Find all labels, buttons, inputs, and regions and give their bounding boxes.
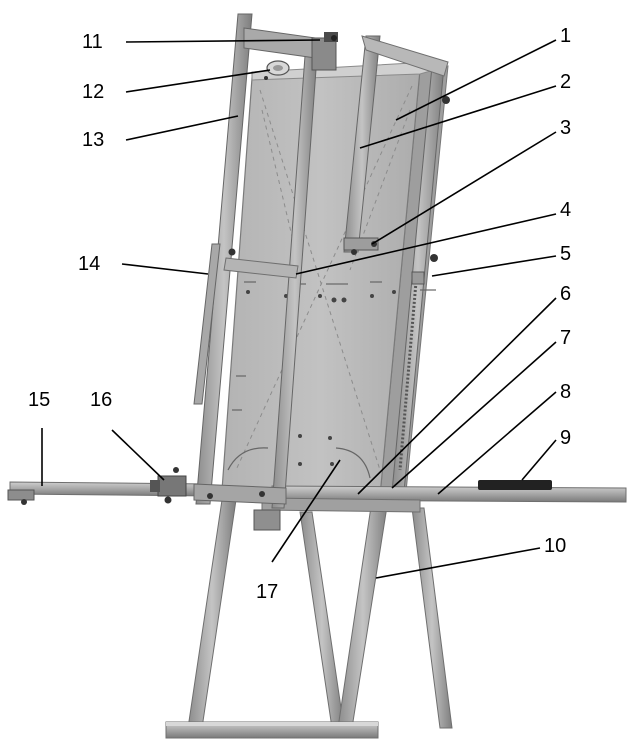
callout-13: 13 <box>82 129 104 151</box>
leader-7 <box>391 341 557 489</box>
horizontal-rail <box>7 467 627 531</box>
leader-11 <box>125 39 321 43</box>
panel-bar <box>343 35 449 255</box>
callout-17: 17 <box>256 581 278 603</box>
callout-8: 8 <box>560 381 571 403</box>
leader-8 <box>437 391 557 495</box>
easel-leg-back-left <box>299 511 345 729</box>
leader-4 <box>295 213 557 275</box>
leader-13 <box>125 115 239 141</box>
leader-5 <box>431 255 557 277</box>
panel-marks <box>232 281 382 411</box>
easel-leg-front-right <box>337 499 389 729</box>
rubber-grip <box>478 480 552 490</box>
callout-3: 3 <box>560 117 571 139</box>
callout-labels: 1 2 3 4 5 6 7 8 9 10 11 12 13 14 15 16 1… <box>28 25 571 603</box>
callout-4: 4 <box>560 199 571 221</box>
callout-12: 12 <box>82 81 104 103</box>
leader-1 <box>395 39 557 121</box>
front-frame <box>193 13 319 509</box>
panel-lower-arc-right <box>335 447 371 479</box>
easel-leg-back-right <box>411 507 453 729</box>
easel-stand <box>165 499 453 739</box>
leader-2 <box>359 85 557 149</box>
callout-11: 11 <box>82 31 103 53</box>
callout-1: 1 <box>560 25 571 47</box>
callout-7: 7 <box>560 327 571 349</box>
callout-10: 10 <box>544 535 566 557</box>
tilt-bracket <box>150 467 187 504</box>
easel-leg-front-left <box>187 499 237 729</box>
callout-16: 16 <box>90 389 112 411</box>
leader-17 <box>271 459 341 563</box>
panel-holes <box>246 290 396 466</box>
panel-lower-arc-left <box>227 447 269 471</box>
callout-14: 14 <box>78 253 100 275</box>
leader-lines <box>41 39 557 579</box>
leader-10 <box>375 547 541 579</box>
callout-15: 15 <box>28 389 50 411</box>
leader-14 <box>121 263 209 275</box>
leader-6 <box>357 297 557 495</box>
leader-9 <box>521 439 557 481</box>
leader-16 <box>111 429 165 481</box>
leader-3 <box>371 131 557 245</box>
top-clamp <box>243 27 338 80</box>
leader-12 <box>125 69 271 93</box>
callout-2: 2 <box>560 71 571 93</box>
callout-9: 9 <box>560 427 571 449</box>
callout-6: 6 <box>560 283 571 305</box>
callout-5: 5 <box>560 243 571 265</box>
